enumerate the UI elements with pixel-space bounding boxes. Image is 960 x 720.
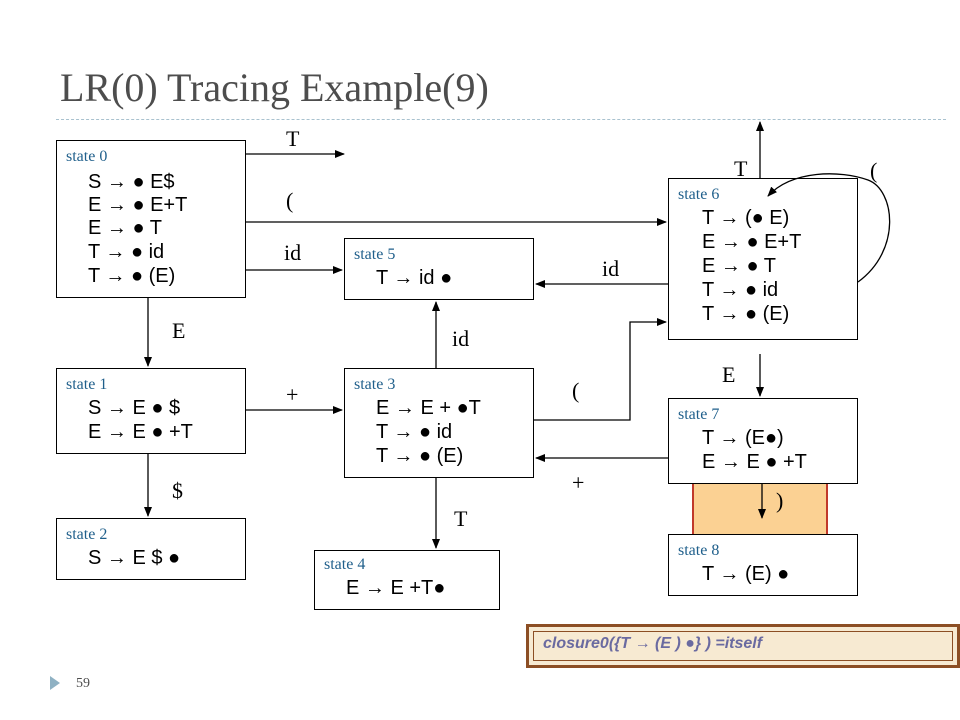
state-0-item: E → ● T [88,217,162,239]
state-0-item: T → ● id [88,241,165,263]
state-0-item: T → ● (E) [88,265,176,287]
state-0-item: E → ● E+T [88,194,188,216]
state-5-item: T → id ● [376,267,453,289]
state-5-box [344,238,534,300]
edge-s6-lparen [767,173,891,283]
state-7-item: E → E ● +T [702,451,807,473]
state-6-item: E → ● E+T [702,231,802,253]
state-8-box [668,534,858,596]
highlight-box [692,474,828,540]
state-6-item: E → ● T [702,255,776,277]
edge-label-s6-lparen: ( [870,158,878,183]
edge-label-s1-dollar: $ [172,478,183,503]
state-7-item: T → (E●) [702,427,784,449]
edge-label-s1-plus: + [286,382,299,407]
state-4-item: E → E +T● [346,577,446,599]
state-1-item: E → E ● +T [88,421,193,443]
state-3-item: T → ● id [376,421,453,443]
edge-label-s7-rparen: ) [776,488,784,513]
edge-label-s0-id: id [284,240,302,265]
state-6-item: T → (● E) [702,207,790,229]
edge-label-s3-T: T [454,506,468,531]
slide-marker-icon [50,676,60,690]
state-3-box [344,368,534,478]
edge-label-s0-E: E [172,318,186,343]
state-6-item: T → ● id [702,279,779,301]
page-number: 59 [76,676,90,691]
state-2-box [56,518,246,580]
slide-title: LR(0) Tracing Example(9) [60,65,489,110]
edge-label-s3-lparen: ( [572,378,580,403]
closure-note-text: closure0({T → (E ) ●} ) =itself [543,635,763,652]
state-2-label: state 2 [66,526,108,543]
state-1-box [56,368,246,454]
state-4-label: state 4 [324,556,366,573]
state-5-label: state 5 [354,246,396,263]
edge-label-s6-E: E [722,362,736,387]
edge-label-s6-id: id [602,256,620,281]
edge-label-s7-plus: + [572,470,585,495]
closure-note: closure0({T → (E ) ●} ) =itself [526,624,960,668]
state-3-item: E → E + ●T [376,397,481,419]
closure-note-inner-border [533,631,953,661]
state-7-box [668,398,858,484]
state-3-label: state 3 [354,376,396,393]
state-8-item: T → (E) ● [702,563,790,585]
state-4-box [314,550,500,610]
state-6-label: state 6 [678,186,720,203]
state-8-label: state 8 [678,542,720,559]
state-7-label: state 7 [678,406,720,423]
state-1-item: S → E ● $ [88,397,181,419]
edge-label-s0-T: T [286,126,300,151]
state-6-box [668,178,858,340]
edge-s3-lparen [534,318,667,421]
edge-label-s0-lparen: ( [286,188,294,213]
state-3-item: T → ● (E) [376,445,464,467]
state-6-item: T → ● (E) [702,303,790,325]
state-1-label: state 1 [66,376,108,393]
edge-label-s3-id: id [452,326,470,351]
state-2-item: S → E $ ● [88,547,181,569]
state-0-label: state 0 [66,148,108,165]
title-divider [56,119,946,120]
state-0-box [56,140,246,298]
state-0-item: S → ● E$ [88,171,175,193]
edge-label-s6-T: T [734,156,748,181]
